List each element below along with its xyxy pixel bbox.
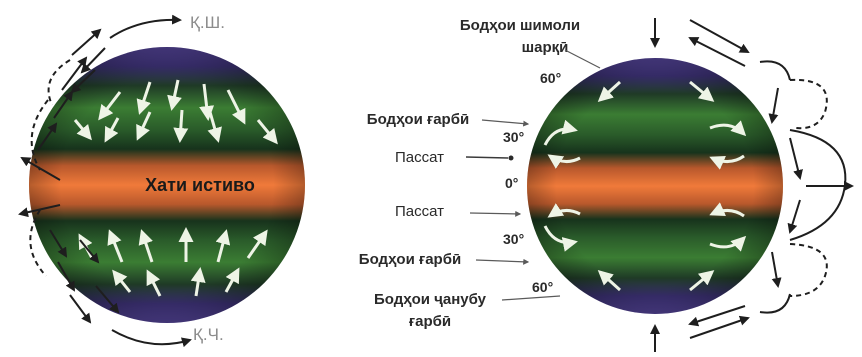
wind-arrow [543,119,578,146]
wind-arrow [207,111,222,143]
right-dashed-cells [789,78,828,297]
wind-arrow [73,119,92,141]
outer-arrow [789,137,803,180]
wind-arrow [104,117,120,143]
northeast-wind-label-1: Бодҳои шимоли [460,17,580,34]
right-wind-arrows [543,80,747,292]
westerlies-north-pointer [481,119,530,127]
westerlies-south-label: Бодҳои ғарбӣ [359,251,461,268]
wind-arrow [173,109,189,143]
circulation-cell [789,129,847,241]
westerlies-north-label: Бодҳои ғарбӣ [367,111,469,128]
outer-arrow [49,229,68,258]
outer-arrow [37,122,58,151]
dashed-cell [789,243,828,297]
deg60-south-label: 60° [532,279,553,295]
trade-north-label: Пассат [395,149,444,166]
right-globe [527,58,783,314]
outer-arrow [771,251,782,288]
wind-arrow [136,111,152,141]
dashed-cell [29,209,47,277]
outer-arrow [95,285,120,314]
outer-arrow [688,37,746,67]
trade-south-label: Пассат [395,203,444,220]
dashed-cell [789,78,828,130]
equator-label: Хати истиво [145,175,255,195]
outer-arrow [53,90,74,119]
outer-arrow [57,261,75,292]
left-north-wind-arrows [73,79,278,145]
westerlies-south-pointer [475,258,530,265]
circulation-cell [759,60,791,81]
trade-north-pointer [465,156,509,159]
wind-arrow [146,269,162,297]
wind-arrow [136,81,152,115]
northeast-wind-label-2: шарқӣ [522,39,569,56]
wind-arrow [689,270,715,292]
outer-arrow [69,294,92,324]
right-circulation-cells [759,60,847,314]
wind-arrow [190,267,206,297]
wind-arrow [107,229,124,263]
outer-arrow [79,239,100,264]
southwest-wind-label-2: ғарбӣ [409,313,451,330]
outer-arrow [688,305,746,327]
dashed-cell [30,99,49,171]
right-labels: Бодҳои шимоли шарқӣ 60° Бодҳои ғарбӣ 30°… [359,17,601,330]
wind-arrow [215,229,231,263]
outer-arrow [689,19,750,53]
outer-arrow [20,156,61,181]
wind-arrow [224,267,240,293]
wind-arrow [709,202,745,218]
trade-south-pointer [469,210,522,217]
wind-arrow [597,269,622,292]
wind-arrow [597,80,622,103]
outer-arrow [111,329,192,348]
wind-arrow [709,154,745,170]
deg0-label: 0° [505,175,518,191]
dashed-cell [47,59,71,106]
wind-arrow [98,91,122,121]
south-pole-label: Қ.Ч. [193,325,224,344]
outer-arrow [80,47,106,74]
wind-arrow [167,79,182,111]
wind-arrow [709,120,747,137]
left-globe: Хати истиво [29,47,305,323]
north-pole-label: Қ.Ш. [190,13,225,32]
wind-arrow [547,154,581,169]
wind-arrow [256,119,278,145]
outer-arrow [70,69,96,94]
outer-arrow [689,315,750,339]
deg30-north-label: 30° [503,129,524,145]
circulation-cell [759,293,791,314]
left-outer-arrows [18,14,192,348]
outer-arrow [18,204,61,218]
deg30-south-label: 30° [503,231,524,247]
wind-arrow [543,225,578,252]
wind-arrow [112,269,132,293]
outer-arrow [768,87,779,124]
deg60-north-label: 60° [540,70,561,86]
northeast-wind-pointer [564,49,601,69]
outer-arrow [71,28,102,56]
left-dashed-cells [29,59,71,277]
wind-arrow [689,80,715,102]
wind-arrow [226,89,246,125]
outer-arrow [109,14,182,39]
wind-arrow [547,203,581,218]
southwest-wind-pointer [501,295,561,301]
trade-north-dot [508,155,514,161]
wind-arrow [138,229,154,263]
wind-arrow [199,83,215,121]
right-globe-shade [527,58,783,314]
wind-arrow [709,235,747,252]
southwest-wind-label-1: Бодҳои ҷанубу [374,291,487,308]
wind-arrow [246,229,268,259]
outer-arrow [787,199,801,234]
